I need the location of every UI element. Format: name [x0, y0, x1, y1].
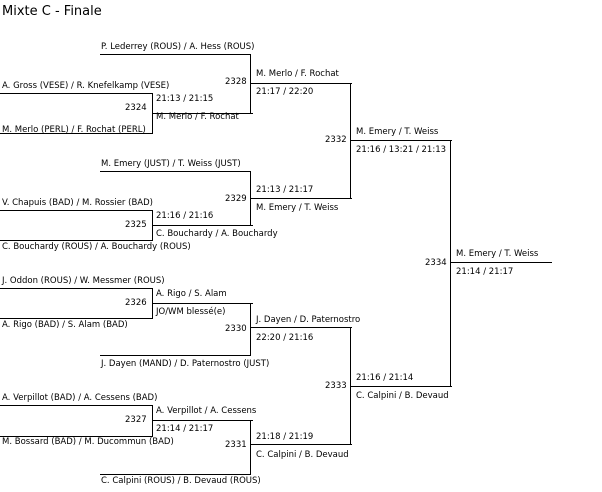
player-pair-2327-top: A. Verpillot (BAD) / A. Cessens (BAD): [2, 393, 158, 403]
match-number-2334: 2334: [425, 258, 447, 268]
score-2334: 21:14 / 21:17: [456, 267, 514, 277]
winner-2324: M. Merlo / F. Rochat: [156, 112, 239, 122]
score-2325: 21:16 / 21:16: [156, 211, 214, 221]
match-number-2330: 2330: [225, 324, 247, 334]
match-number-2333: 2333: [325, 381, 347, 391]
score-2331: 21:18 / 21:19: [256, 432, 314, 442]
bracket-2327: [0, 405, 253, 437]
score-2329: 21:13 / 21:17: [256, 185, 314, 195]
match-number-2331: 2331: [225, 440, 247, 450]
player-pair-2327-bottom: M. Bossard (BAD) / M. Ducommun (BAD): [2, 437, 174, 447]
winner-2332: M. Emery / T. Weiss: [356, 127, 439, 137]
score-2332: 21:16 / 13:21 / 21:13: [356, 145, 447, 155]
player-pair-2325-top: V. Chapuis (BAD) / M. Rossier (BAD): [2, 198, 153, 208]
winner-2330: J. Dayen / D. Paternostro: [256, 315, 361, 325]
winner-2326: A. Rigo / S. Alam: [156, 289, 227, 299]
bracket-2324: [0, 93, 253, 134]
player-pair-2324-top: A. Gross (VESE) / R. Knefelkamp (VESE): [2, 81, 170, 91]
player-pair-2329-top: M. Emery (JUST) / T. Weiss (JUST): [101, 159, 241, 169]
player-pair-2326-top: J. Oddon (ROUS) / W. Messmer (ROUS): [2, 276, 165, 286]
winner-2328: M. Merlo / F. Rochat: [256, 69, 339, 79]
page-title: Mixte C - Finale: [2, 4, 102, 19]
player-pair-2328-top: P. Lederrey (ROUS) / A. Hess (ROUS): [101, 42, 255, 52]
player-pair-2330-bottom: J. Dayen (MAND) / D. Paternostro (JUST): [101, 359, 270, 369]
score-2324: 21:13 / 21:15: [156, 94, 214, 104]
player-pair-2331-bottom: C. Calpini (ROUS) / B. Devaud (ROUS): [101, 476, 261, 486]
match-number-2328: 2328: [225, 77, 247, 87]
match-number-2325: 2325: [125, 220, 147, 230]
score-2333: 21:16 / 21:14: [356, 373, 414, 383]
winner-2327: A. Verpillot / A. Cessens: [156, 406, 257, 416]
player-pair-2325-bottom: C. Bouchardy (ROUS) / A. Bouchardy (ROUS…: [2, 242, 191, 252]
player-pair-2324-bottom: M. Merlo (PERL) / F. Rochat (PERL): [2, 125, 146, 135]
score-2326: JO/WM blessé(e): [156, 307, 226, 317]
winner-2333: C. Calpini / B. Devaud: [356, 391, 449, 401]
score-2327: 21:14 / 21:17: [156, 424, 214, 434]
bracket-2325: [0, 210, 253, 241]
bracket-2334: [350, 140, 552, 387]
winner-2325: C. Bouchardy / A. Bouchardy: [156, 229, 278, 239]
score-2328: 21:17 / 22:20: [256, 87, 314, 97]
match-number-2329: 2329: [225, 194, 247, 204]
match-number-2326: 2326: [125, 298, 147, 308]
winner-2329: M. Emery / T. Weiss: [256, 203, 339, 213]
winner-2331: C. Calpini / B. Devaud: [256, 450, 349, 460]
match-number-2332: 2332: [325, 135, 347, 145]
match-number-2327: 2327: [125, 415, 147, 425]
match-number-2324: 2324: [125, 103, 147, 113]
bracket-2326: [0, 288, 253, 319]
score-2330: 22:20 / 21:16: [256, 333, 314, 343]
player-pair-2326-bottom: A. Rigo (BAD) / S. Alam (BAD): [2, 320, 128, 330]
winner-2334: M. Emery / T. Weiss: [456, 249, 539, 259]
